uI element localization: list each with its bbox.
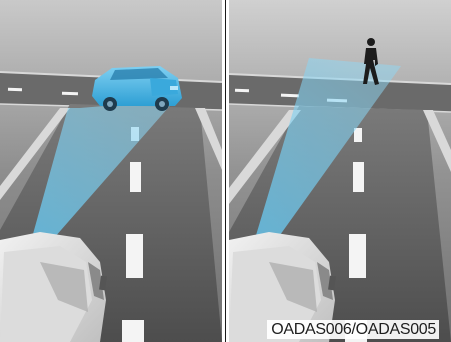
- pedestrian-detection-panel: [229, 0, 451, 342]
- lane-marking: [349, 234, 366, 278]
- lane-marking: [130, 162, 141, 192]
- lane-marking: [353, 162, 364, 192]
- lane-marking: [126, 234, 143, 278]
- lane-marking: [354, 128, 362, 142]
- panel-divider: [224, 0, 227, 342]
- image-code-label: OADAS006/OADAS005: [267, 320, 439, 339]
- vehicle-detection-scene: [0, 0, 222, 342]
- lane-marking: [122, 320, 144, 342]
- vehicle-ahead: [92, 66, 182, 111]
- vehicle-detection-panel: [0, 0, 222, 342]
- pedestrian-detection-scene: [229, 0, 451, 342]
